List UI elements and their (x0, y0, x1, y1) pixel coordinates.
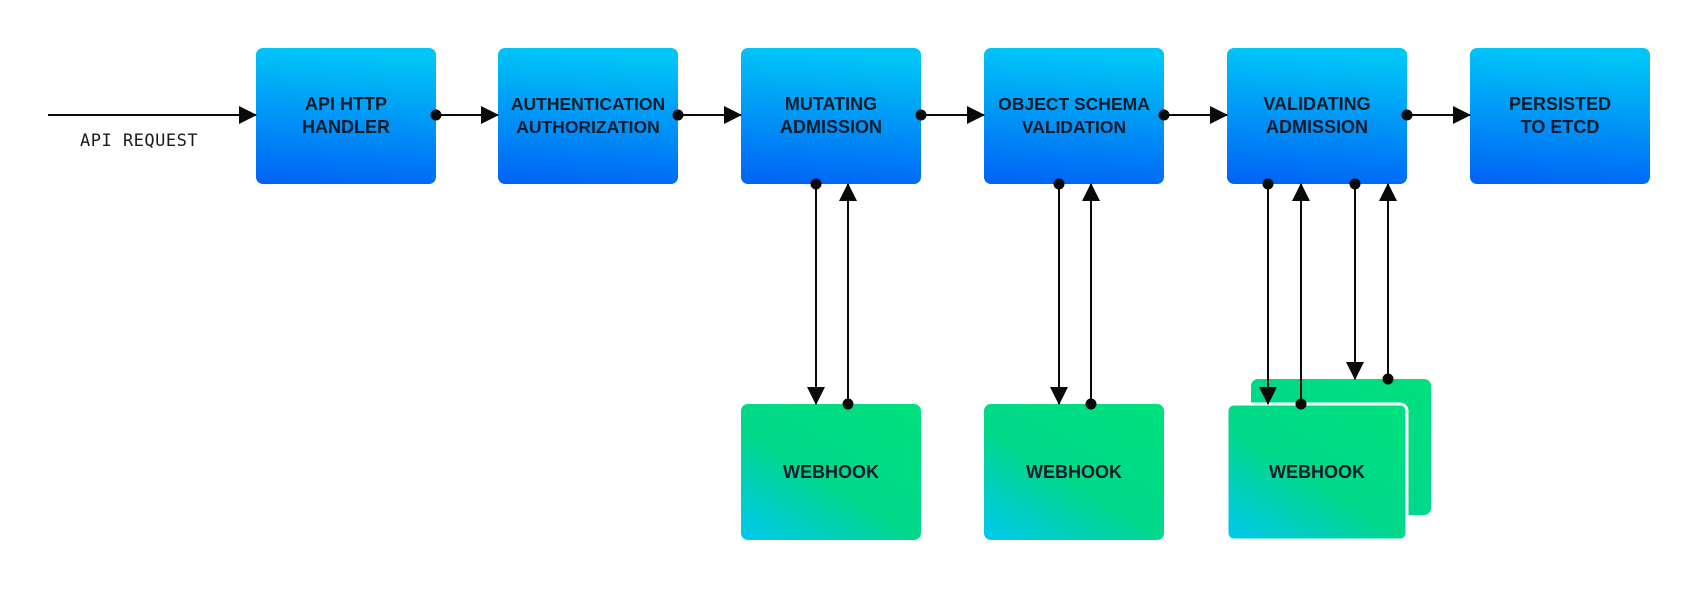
connector-dot (915, 109, 927, 121)
connector-dot (1401, 109, 1413, 121)
connector-dot (810, 178, 822, 190)
connector-dot (672, 109, 684, 121)
connector-dot (1382, 373, 1394, 385)
stage-label-mutating-admission: MUTATING ADMISSION (779, 94, 882, 137)
stage-label-api-http-handler: API HTTP HANDLER (302, 94, 390, 137)
stage-box-authentication-authorization (498, 48, 678, 184)
connector-dot (1158, 109, 1170, 121)
webhook-label-validating: WEBHOOK (1269, 461, 1365, 482)
stage-box-persisted-to-etcd (1470, 48, 1650, 184)
stage-label-object-schema-validation: OBJECT SCHEMA VALIDATION (998, 94, 1150, 137)
stage-box-mutating-admission (741, 48, 921, 184)
stage-box-validating-admission (1227, 48, 1407, 184)
connector-dot (1262, 178, 1274, 190)
connector-dot (430, 109, 442, 121)
connector-dot (1349, 178, 1361, 190)
api-request-label: API REQUEST (80, 131, 199, 151)
webhook-label-schema: WEBHOOK (1026, 461, 1122, 482)
webhook-box-mutating (741, 404, 921, 540)
stage-box-object-schema-validation (984, 48, 1164, 184)
webhook-box-schema (984, 404, 1164, 540)
stage-label-authentication-authorization: AUTHENTICATION AUTHORIZATION (510, 94, 666, 137)
connector-dot (1053, 178, 1065, 190)
connector-dot (1295, 398, 1307, 410)
connector-dot (842, 398, 854, 410)
stage-label-persisted-to-etcd: PERSISTED TO ETCD (1508, 94, 1612, 137)
connector-dot (1085, 398, 1097, 410)
stage-box-api-http-handler (256, 48, 436, 184)
webhook-box-validating (1225, 402, 1409, 542)
webhook-label-mutating: WEBHOOK (783, 461, 879, 482)
stage-label-validating-admission: VALIDATING ADMISSION (1263, 94, 1371, 137)
